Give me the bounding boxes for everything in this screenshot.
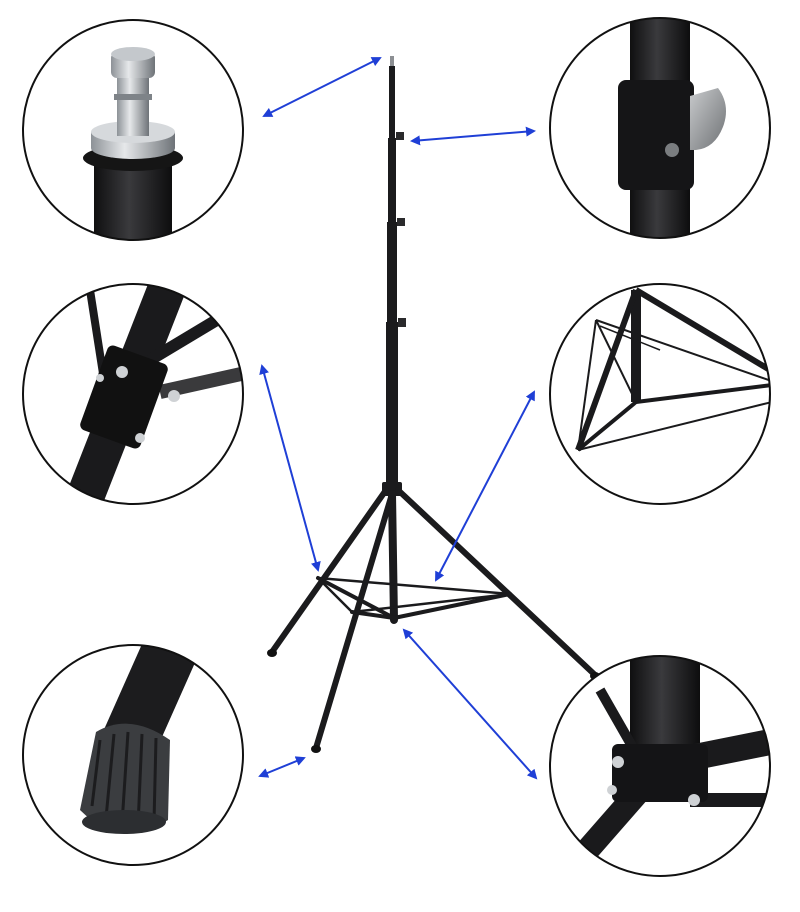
tripod-base-icon [575,287,770,452]
spigot-icon [83,47,183,240]
arrow [259,364,321,572]
stand-spigot [390,56,394,68]
leg-front [313,491,395,751]
stand-section-top [389,66,395,138]
stand-section-3 [387,222,397,322]
foot [267,649,277,657]
knob-icon [618,18,726,238]
callout-arrows [258,57,538,780]
brace [316,576,396,620]
center-pole-lower [388,490,398,624]
callout-section-lock-knob [549,17,771,239]
leg-left [269,487,389,655]
stand-section-bottom [386,322,398,488]
brace [350,610,396,620]
callout-leg-hub-collar [549,655,771,877]
callout-leg-brace-joint [22,283,244,505]
callout-spigot-top [22,19,244,241]
foot [311,745,321,753]
lock-knob [397,218,405,226]
leg-right [395,487,597,677]
callout-spread-leg-base [549,283,771,505]
arrow [402,628,538,780]
light-stand [267,56,600,753]
callout-rubber-foot [22,644,244,866]
foot-icon [80,645,196,834]
stand-section-2 [388,138,396,222]
brace [392,592,512,620]
arrow [262,57,382,117]
arrow [435,390,535,582]
arrow [258,756,306,778]
arrow [410,126,536,146]
lock-knob [398,318,406,327]
lock-knob [396,132,404,140]
